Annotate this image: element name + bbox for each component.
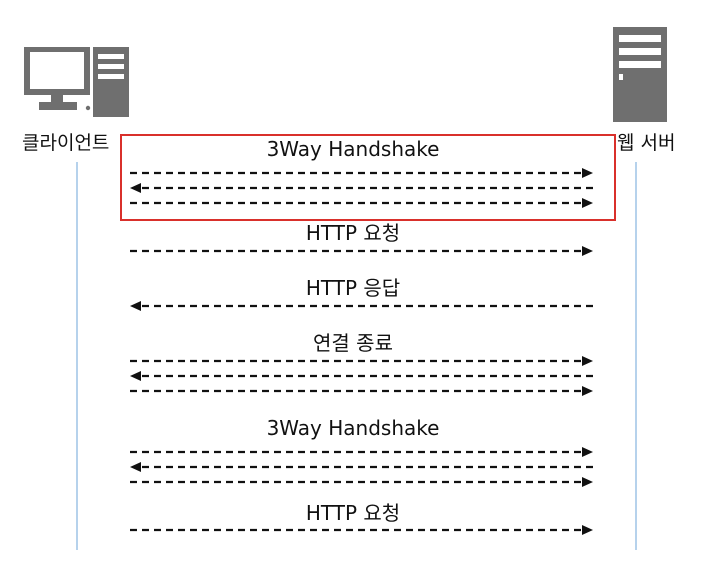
phase-label-http-request-2: HTTP 요청 [305,501,401,525]
phase-label-handshake-2: 3Way Handshake [266,416,440,440]
message-arrow-right [130,198,593,208]
message-arrows [130,168,593,535]
desktop-computer-icon [24,47,129,117]
message-arrow-right [130,447,593,457]
message-arrow-right [130,246,593,256]
server-tower-icon [613,27,667,122]
server-label: 웹 서버 [617,132,676,154]
message-arrow-right [130,477,593,487]
message-arrow-left [130,371,593,381]
message-arrow-right [130,356,593,366]
phase-label-connection-close: 연결 종료 [313,331,393,355]
message-arrow-left [130,183,593,193]
client-label: 클라이언트 [22,132,110,154]
phase-label-http-request-1: HTTP 요청 [305,221,401,245]
phase-label-handshake-1: 3Way Handshake [266,137,440,161]
message-arrow-right [130,386,593,396]
message-arrow-right [130,168,593,178]
message-arrow-left [130,462,593,472]
phase-label-http-response: HTTP 응답 [305,276,401,300]
message-arrow-right [130,525,593,535]
handshake-highlight-box [120,134,616,221]
message-arrow-left [130,301,593,311]
